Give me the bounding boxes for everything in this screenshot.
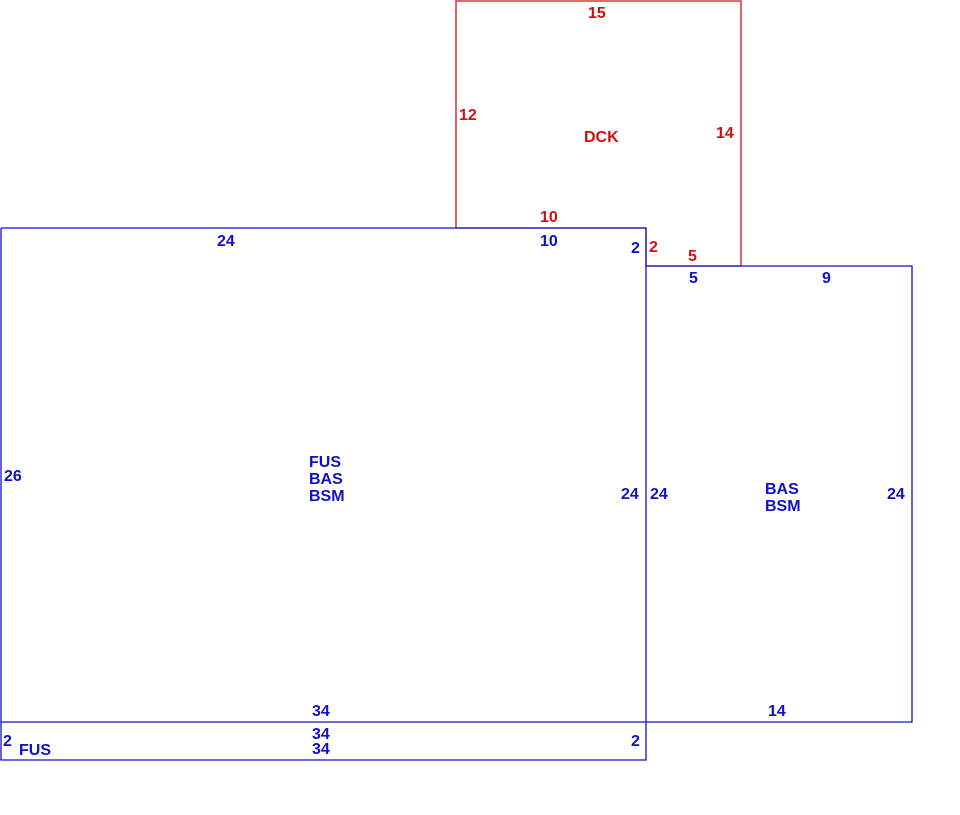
main-dim-bottom: 34 [312, 703, 330, 720]
addition-dim-left: 24 [650, 486, 668, 503]
addition-code-1: BAS [765, 481, 799, 498]
addition-dim-right: 24 [887, 486, 905, 503]
strip-dim-left: 2 [3, 733, 12, 750]
deck-dim-top: 15 [588, 5, 606, 22]
strip-dim-top: 34 [312, 726, 330, 743]
strip-code: FUS [19, 742, 51, 759]
addition-dim-bottom: 14 [768, 703, 786, 720]
deck-label: DCK [584, 129, 619, 146]
strip-dim-bottom: 34 [312, 741, 330, 758]
main-dim-left: 26 [4, 468, 22, 485]
main-house-code-3: BSM [309, 488, 345, 505]
main-house-code-1: FUS [309, 454, 341, 471]
addition-code-2: BSM [765, 498, 801, 515]
strip-dim-right: 2 [631, 733, 640, 750]
addition-outline [646, 265, 913, 723]
deck-dim-step-horizontal: 5 [688, 248, 697, 265]
addition-dim-top-left: 5 [689, 270, 698, 287]
main-dim-right: 24 [621, 486, 639, 503]
strip-outline [0, 722, 647, 761]
deck-dim-bottom: 10 [540, 209, 558, 226]
deck-dim-right: 14 [716, 125, 734, 142]
main-dim-notch: 2 [631, 240, 640, 257]
addition-area [646, 265, 913, 723]
deck-dim-step-vertical: 2 [649, 239, 658, 256]
deck-dim-left: 12 [459, 107, 477, 124]
strip-area [0, 722, 647, 761]
main-dim-top-left: 24 [217, 233, 235, 250]
main-dim-top-right: 10 [540, 233, 558, 250]
addition-dim-top-right: 9 [822, 270, 831, 287]
main-house-code-2: BAS [309, 471, 343, 488]
